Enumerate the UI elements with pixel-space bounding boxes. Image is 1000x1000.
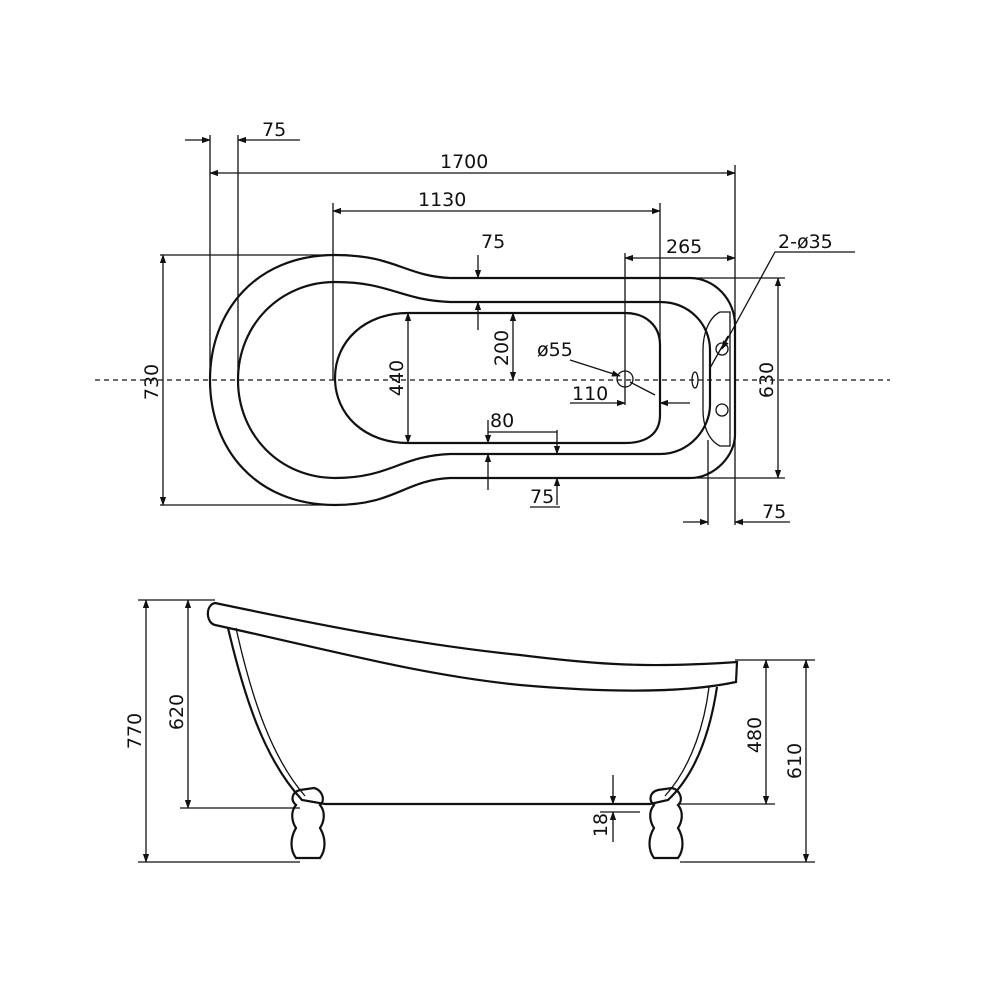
dim-text-rim-bottom-inner: 80 xyxy=(490,410,514,432)
leader-holes xyxy=(721,251,855,350)
dim-text-end-width: 630 xyxy=(756,362,778,398)
overflow-slot xyxy=(691,371,699,389)
dim-text-rim-right: 75 xyxy=(762,501,786,523)
tap-deck xyxy=(702,311,731,447)
dim-text-overflow-offset: 265 xyxy=(666,236,702,258)
dim-text-rim-left: 75 xyxy=(262,119,286,141)
leader-drain xyxy=(569,359,621,377)
dim-text-width: 730 xyxy=(141,364,163,400)
dim-text-feet: 18 xyxy=(590,813,612,837)
leader-drain-tail xyxy=(629,381,656,396)
dim-text-low-end: 480 xyxy=(744,717,766,753)
dim-text-total-height: 770 xyxy=(124,713,146,749)
dim-text-high-end: 620 xyxy=(166,694,188,730)
claw-foot-right xyxy=(648,786,684,860)
side-view: 770 620 480 610 18 xyxy=(124,599,815,863)
tap-hole-2 xyxy=(715,403,729,417)
dim-text-inner-width: 440 xyxy=(386,360,408,396)
tub-outer-outline xyxy=(208,253,737,507)
tub-body-inner xyxy=(235,627,710,797)
dim-text-length: 1700 xyxy=(440,151,488,173)
dim-text-drain-offset: 110 xyxy=(572,383,608,405)
tub-basin xyxy=(333,311,662,445)
dim-text-rim-top: 75 xyxy=(481,231,505,253)
top-view: 75 1700 1130 75 265 2-ø35 ø55 110 80 75 … xyxy=(95,119,890,526)
dim-text-inner-length: 1130 xyxy=(418,189,466,211)
leader-holes-tail xyxy=(709,335,729,369)
dim-text-inner-half: 200 xyxy=(491,330,513,366)
dim-text-right-height: 610 xyxy=(784,743,806,779)
dim-text-rim-bottom: 75 xyxy=(530,486,554,508)
claw-foot-left xyxy=(290,786,326,860)
tub-body-profile xyxy=(226,627,719,806)
dim-text-drain: ø55 xyxy=(537,339,573,361)
dim-text-holes: 2-ø35 xyxy=(778,231,833,253)
tub-rim-profile xyxy=(206,601,739,692)
